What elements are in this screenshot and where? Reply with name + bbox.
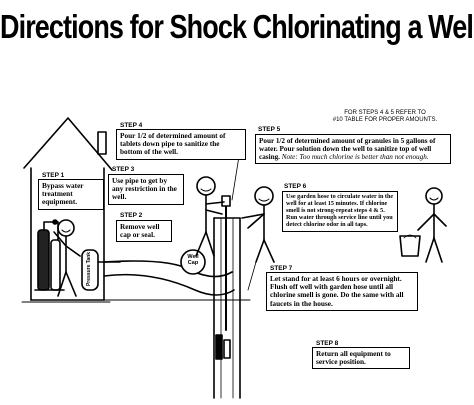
pressure-tank-illustration xyxy=(81,249,121,291)
step-2-text: Remove well cap or seal. xyxy=(120,222,160,240)
step-4-label: STEP 4 xyxy=(120,122,143,129)
person-with-bucket-illustration xyxy=(399,187,447,263)
amounts-note-line-2: #10 TABLE FOR PROPER AMOUNTS. xyxy=(332,116,438,123)
step-5-note: Note: Too much chlorine is better than n… xyxy=(281,153,429,162)
treatment-equipment-illustration xyxy=(34,219,65,291)
person-step-1-illustration xyxy=(53,219,81,297)
page-title: Directions for Shock Chlorinating a Well xyxy=(0,8,474,46)
well-cap-label: Well Cap xyxy=(187,254,199,266)
person-step-3-illustration xyxy=(195,176,225,257)
person-step-6-illustration xyxy=(241,186,275,263)
step-7-label: STEP 7 xyxy=(270,265,293,272)
house-illustration xyxy=(21,117,113,303)
step-7-box: Let stand for at least 6 hours or overni… xyxy=(266,272,418,311)
step-1-label: STEP 1 xyxy=(42,172,65,179)
step-7-text: Let stand for at least 6 hours or overni… xyxy=(270,274,404,308)
step-6-text: Use garden hose to circulate water in th… xyxy=(286,193,394,228)
step-3-label: STEP 3 xyxy=(112,166,135,173)
well-casing-illustration xyxy=(213,217,249,399)
step-8-label: STEP 8 xyxy=(316,340,339,347)
step-2-label: STEP 2 xyxy=(120,212,143,219)
step-3-text: Use pipe to get by any restriction in th… xyxy=(112,176,177,202)
step-2-box: Remove well cap or seal. xyxy=(116,220,172,243)
step-1-box: Bypass water treatment equipment. xyxy=(38,179,104,210)
pressure-tank-label: Pressure Tank xyxy=(86,251,93,287)
step-5-text: Pour 1/2 of determined amount of granule… xyxy=(259,137,436,162)
amounts-note: FOR STEPS 4 & 5 REFER TO #10 TABLE FOR P… xyxy=(314,110,456,124)
step-5-box: Pour 1/2 of determined amount of granule… xyxy=(255,134,451,165)
step-8-text: Return all equipment to service position… xyxy=(316,349,391,367)
step-6-label: STEP 6 xyxy=(284,183,307,190)
step-5-label: STEP 5 xyxy=(258,126,281,133)
step-6-box: Use garden hose to circulate water in th… xyxy=(282,191,398,232)
amounts-note-line-1: FOR STEPS 4 & 5 REFER TO xyxy=(344,110,426,116)
step-4-text: Pour 1/2 of determined amount of tablets… xyxy=(120,131,226,157)
step-4-box: Pour 1/2 of determined amount of tablets… xyxy=(116,129,246,160)
step-1-text: Bypass water treatment equipment. xyxy=(42,181,84,207)
step-8-box: Return all equipment to service position… xyxy=(312,347,410,370)
step-3-box: Use pipe to get by any restriction in th… xyxy=(108,174,184,205)
